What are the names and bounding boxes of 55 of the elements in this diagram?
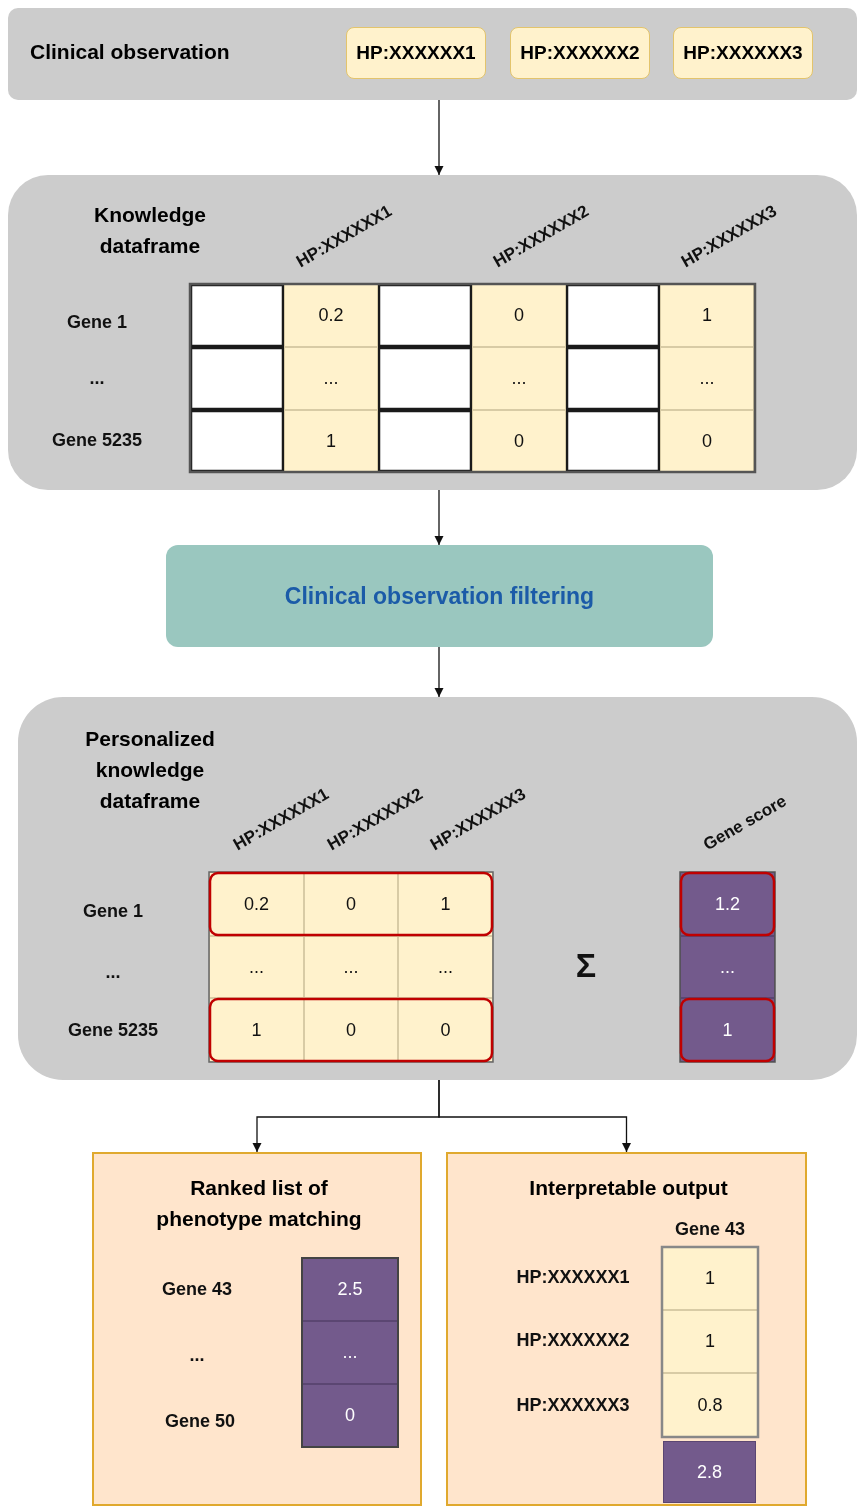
table-cell: 0: [472, 284, 566, 347]
table-cell: 0: [304, 998, 398, 1062]
score-cell: 0: [302, 1384, 398, 1447]
score-cell: 2.5: [302, 1258, 398, 1321]
score-cell: 2.8: [663, 1441, 756, 1503]
row-label: Gene 50: [163, 1410, 236, 1433]
row-label: Gene 1: [82, 900, 144, 923]
table-cell: ...: [304, 936, 398, 998]
table-cell: 1: [209, 998, 304, 1062]
table-cell: 1: [284, 410, 378, 472]
table-cell: 1: [662, 1247, 758, 1310]
sum-symbol: Σ: [574, 945, 598, 985]
arrow: [434, 99, 444, 176]
row-label: Gene 43: [160, 1278, 233, 1301]
table-cell: 1: [398, 872, 493, 936]
table-cell: 0: [304, 872, 398, 936]
observation-band: [8, 8, 857, 100]
panel-title: Knowledge dataframe: [93, 202, 207, 259]
arrow: [434, 489, 444, 546]
row-label: Gene 5235: [50, 429, 144, 452]
score-cell: ...: [680, 936, 775, 998]
term-tag: HP:XXXXXX3: [673, 27, 813, 79]
table-cell: 0: [660, 410, 754, 472]
column-header: Gene score: [700, 791, 791, 855]
arrow: [438, 1079, 632, 1153]
table-cell: 0.2: [209, 872, 304, 936]
table-cell: 1: [662, 1310, 758, 1373]
row-label: Gene 43: [673, 1218, 746, 1241]
table-cell: 0: [472, 410, 566, 472]
row-label: HP:XXXXXX3: [515, 1394, 631, 1417]
table-cell: ...: [284, 347, 378, 410]
table-cell: 0.8: [662, 1373, 758, 1437]
row-label: HP:XXXXXX1: [515, 1266, 631, 1289]
row-label: HP:XXXXXX2: [515, 1329, 631, 1352]
table-cell: 0: [398, 998, 493, 1062]
table-cell: 1: [660, 284, 754, 347]
panel-title: Interpretable output: [528, 1175, 729, 1201]
term-tag: HP:XXXXXX2: [510, 27, 650, 79]
row-label: Gene 5235: [66, 1019, 160, 1042]
arrow: [434, 646, 444, 698]
term-tag: HP:XXXXXX1: [346, 27, 486, 79]
row-label: Gene 1: [66, 311, 128, 334]
row-label: ...: [188, 1344, 206, 1367]
row-label: ...: [88, 367, 106, 390]
table-cell: ...: [398, 936, 493, 998]
process-box: Clinical observation filtering: [166, 545, 713, 647]
table-cell: ...: [472, 347, 566, 410]
table-cell: 0.2: [284, 284, 378, 347]
row-label: ...: [104, 961, 122, 984]
panel-title: Personalized knowledge dataframe: [84, 726, 216, 814]
panel-title: Ranked list of phenotype matching: [155, 1175, 363, 1232]
table-cell: ...: [209, 936, 304, 998]
table-cell: ...: [660, 347, 754, 410]
score-cell: ...: [302, 1321, 398, 1384]
band-title: Clinical observation: [30, 40, 230, 64]
